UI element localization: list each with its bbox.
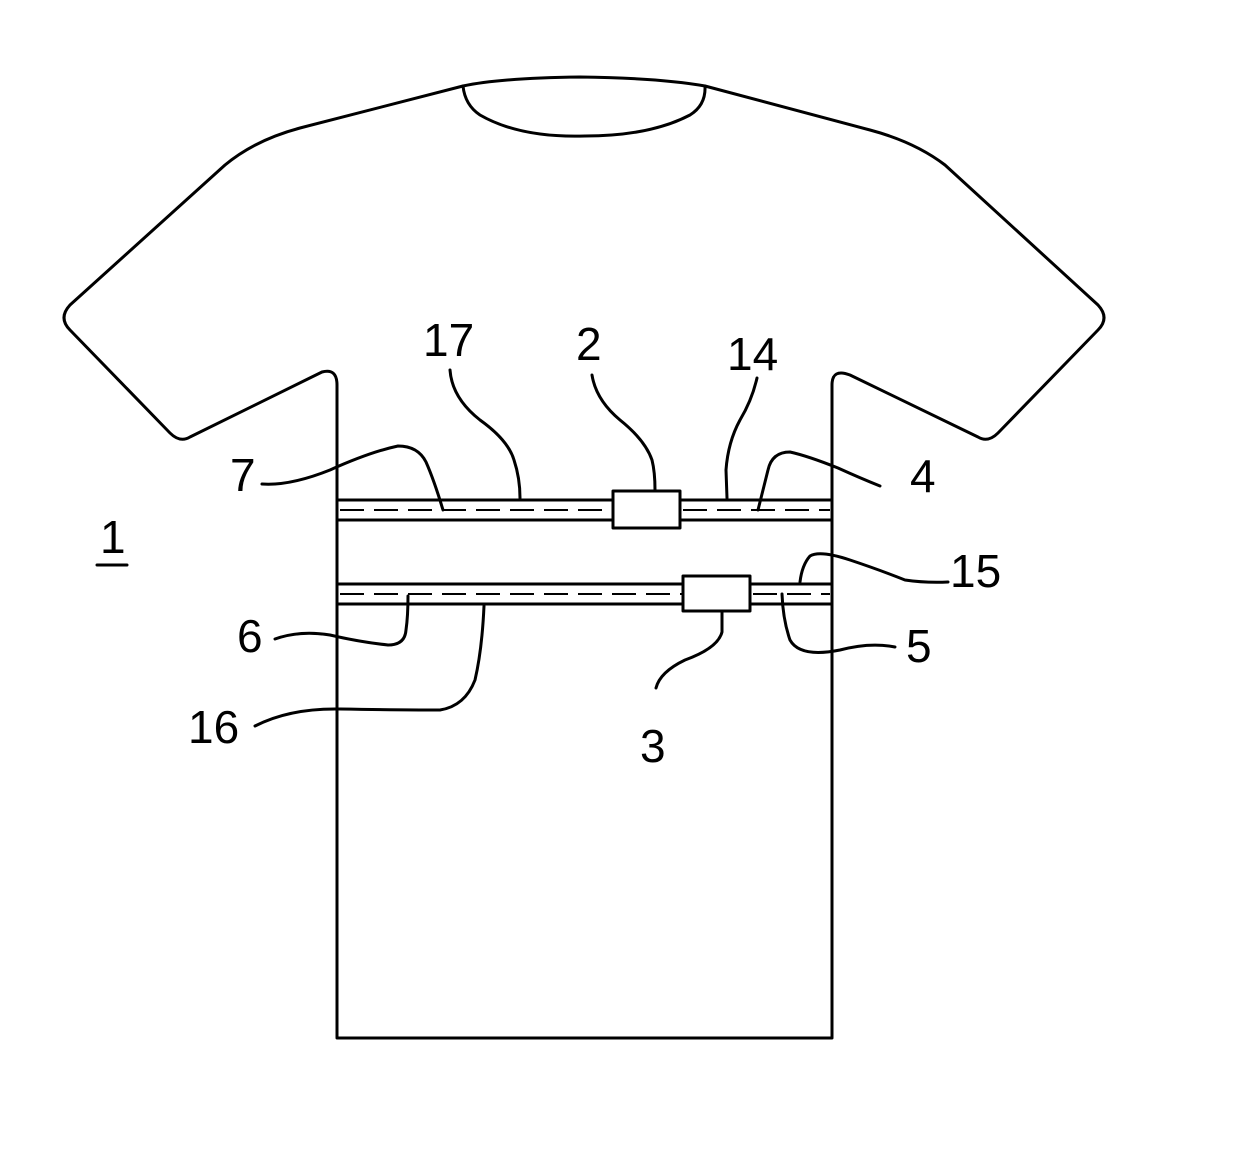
- leader-16: [253, 604, 486, 728]
- label-5: 5: [906, 620, 932, 672]
- label-17: 17: [423, 314, 474, 366]
- label-6: 6: [237, 610, 263, 662]
- lower-band: [335, 574, 834, 613]
- label-7: 7: [230, 449, 256, 501]
- label-16: 16: [188, 701, 239, 753]
- leader-4: [756, 450, 882, 512]
- label-4: 4: [910, 450, 936, 502]
- collar: [461, 84, 707, 138]
- label-15: 15: [950, 545, 1001, 597]
- label-1: 1: [100, 511, 126, 563]
- leader-5: [780, 592, 897, 654]
- leader-17: [448, 368, 522, 500]
- leader-15: [798, 552, 950, 584]
- module-3: [681, 574, 752, 613]
- leader-2: [590, 373, 657, 492]
- leader-6: [273, 594, 410, 647]
- label-3: 3: [640, 720, 666, 772]
- module-2: [611, 489, 682, 530]
- label-2: 2: [576, 318, 602, 370]
- tshirt-outline: [62, 75, 1106, 1040]
- leader-7: [260, 444, 445, 512]
- label-14: 14: [727, 328, 778, 380]
- leader-3: [654, 610, 724, 690]
- leader-14: [724, 376, 759, 500]
